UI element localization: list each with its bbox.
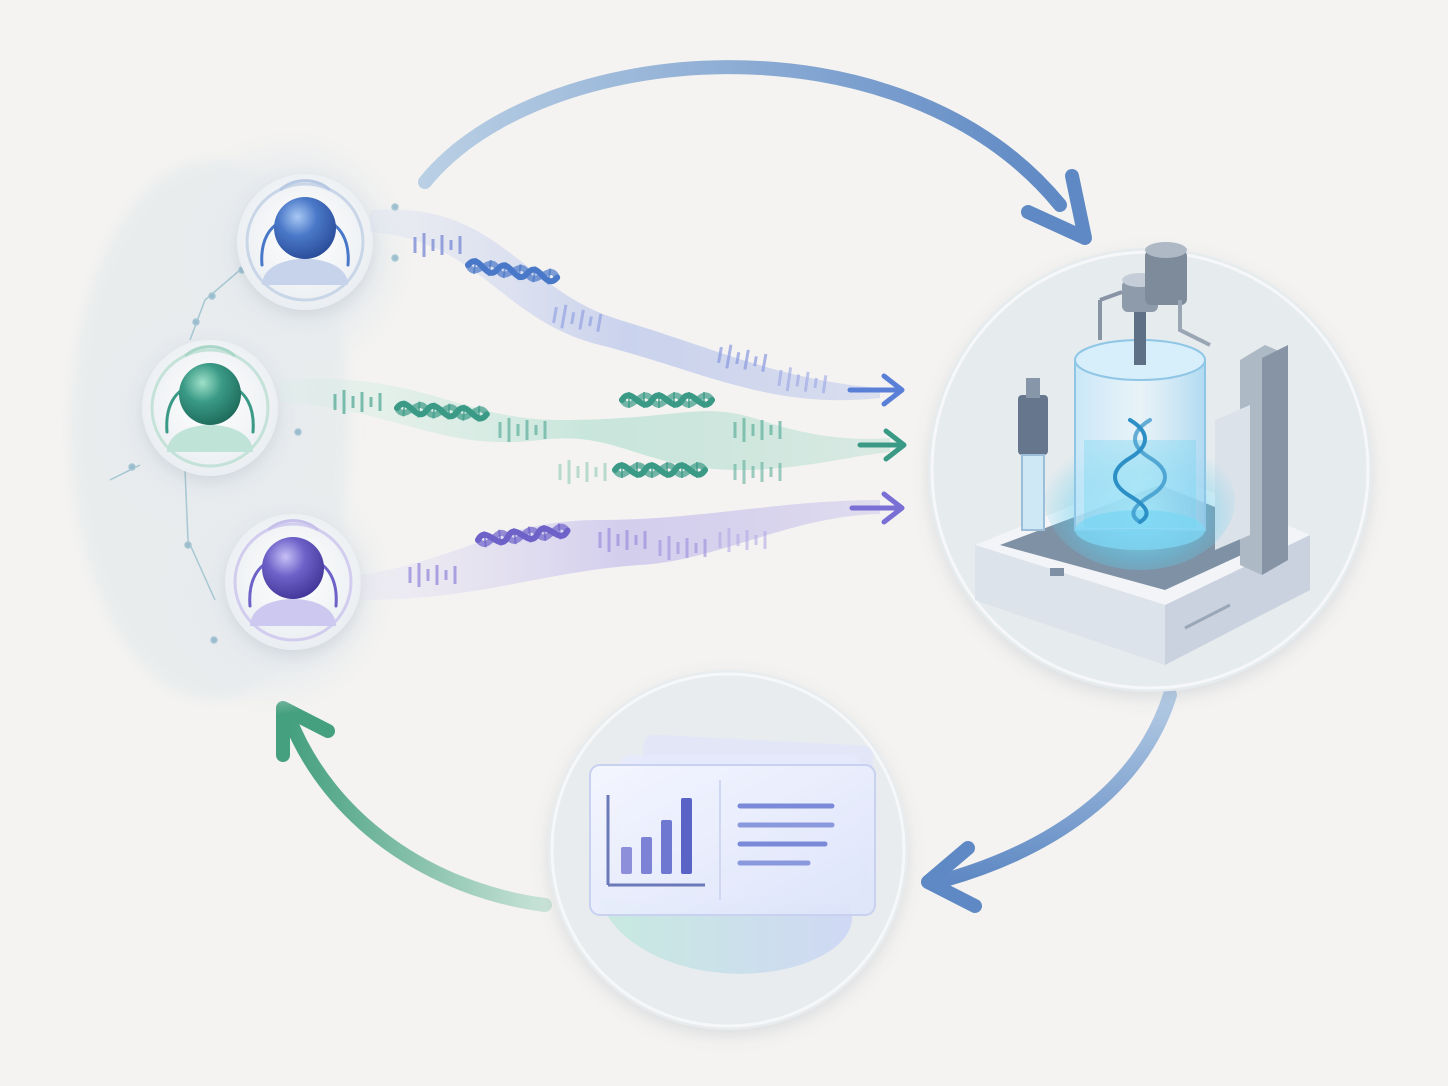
participants-cluster (70, 130, 415, 715)
curved-arrow-icon (418, 60, 1067, 212)
participant-green[interactable] (142, 340, 278, 476)
text-lines-icon (737, 803, 835, 866)
dna-helix-icon (622, 392, 712, 408)
curved-arrow-icon (283, 713, 552, 912)
data-stream-blue (370, 209, 905, 407)
arrowhead (921, 841, 982, 913)
participant-blue[interactable] (237, 174, 373, 310)
arrowhead (1021, 169, 1092, 245)
arrow-right-icon (849, 491, 905, 525)
participant-purple[interactable] (225, 514, 361, 650)
person-avatar-icon (179, 363, 241, 425)
arrow-right-icon (847, 373, 905, 407)
stirrer-motor (1098, 242, 1211, 365)
bioreactor-instrument[interactable] (928, 242, 1372, 692)
person-avatar-icon (262, 537, 324, 599)
bar-chart-icon (606, 795, 705, 887)
arrow-bioreactor-to-results (921, 688, 1177, 913)
probe (1018, 378, 1048, 531)
arrow-results-to-participants (276, 701, 552, 912)
curved-arrow-icon (938, 688, 1177, 887)
arrow-right-icon (857, 428, 907, 462)
reactor-vessel (1074, 339, 1206, 550)
report-card (589, 764, 876, 916)
arrow-participants-to-bioreactor (418, 60, 1092, 245)
person-avatar-icon (274, 197, 336, 259)
results-report-cards[interactable] (548, 670, 908, 1030)
data-stream-purple (360, 491, 905, 600)
dna-helix-icon (1113, 418, 1167, 524)
data-stream-green (280, 378, 907, 486)
